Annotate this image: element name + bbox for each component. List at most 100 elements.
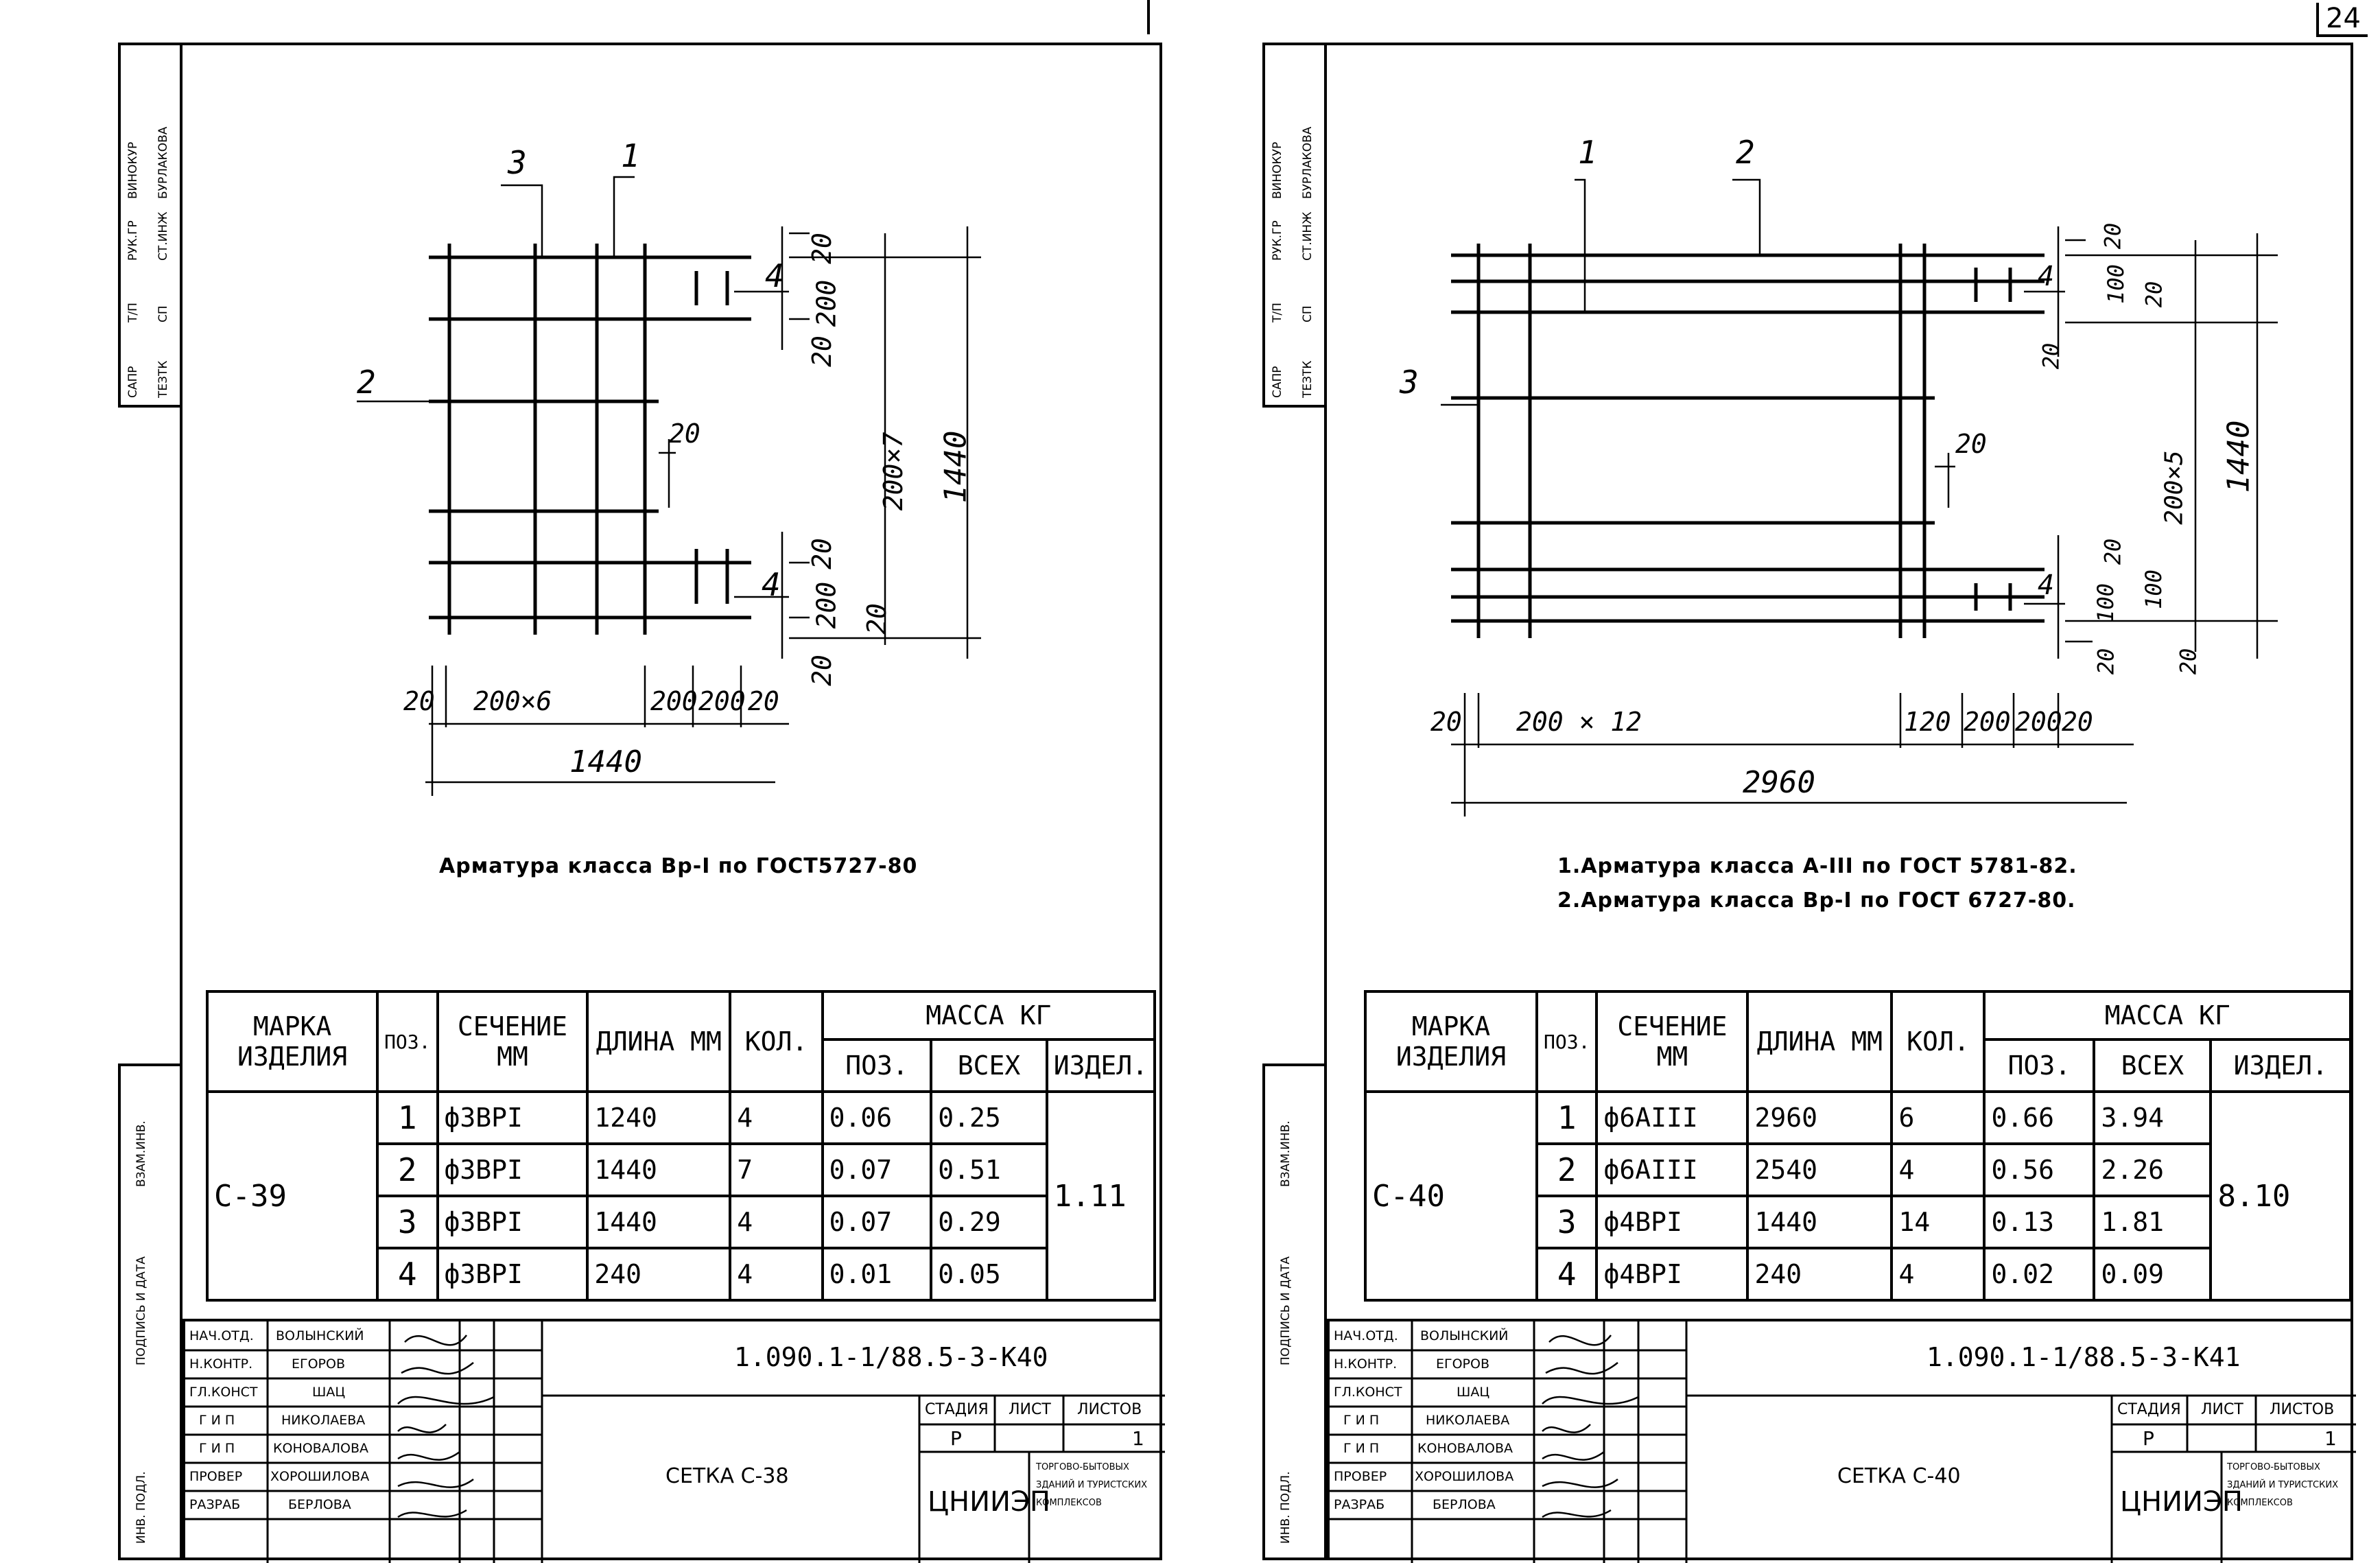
cell-length: 240 xyxy=(1746,1247,1894,1302)
cell-pos: 2 xyxy=(376,1142,439,1197)
title-block: НАЧ.ОТД. Н.КОНТР. ГЛ.КОНСТ Г И П Г И П П… xyxy=(182,1319,1165,1563)
cell-qty: 6 xyxy=(1890,1090,1986,1145)
dimension-total: 1440 xyxy=(569,744,642,779)
position-label: 2 xyxy=(1736,134,1755,171)
position-label: 1 xyxy=(621,137,640,174)
sheet-title: СЕТКА С-38 xyxy=(665,1464,789,1488)
col-header-length: ДЛИНА ММ xyxy=(586,990,732,1093)
table-row: 3 ф3ВРI 1440 4 0.07 0.29 xyxy=(207,1195,1155,1249)
cell-pos: 4 xyxy=(1535,1247,1599,1302)
name: ЕГОРОВ xyxy=(292,1356,345,1372)
cell-mass-all: 0.51 xyxy=(930,1142,1048,1197)
cell-mass-pos: 0.66 xyxy=(1983,1090,2096,1145)
dimension: 200 xyxy=(1964,707,2011,737)
sheet-value: 1 xyxy=(1132,1427,1144,1450)
signature-scribble xyxy=(1542,1335,1639,1518)
cell-mass-all: 0.05 xyxy=(930,1247,1048,1302)
col-header-mark: МАРКА ИЗДЕЛИЯ xyxy=(1364,990,1538,1093)
organization: ЦНИИЭП xyxy=(928,1486,1050,1518)
cell-mass-all: 0.09 xyxy=(2093,1247,2213,1302)
cell-pos: 1 xyxy=(376,1090,439,1145)
dimension-vertical: 20 xyxy=(2099,538,2126,565)
cell-section: ф3ВРI xyxy=(436,1195,589,1249)
side-stamp-frame xyxy=(1262,43,1327,408)
table-row: 2 ф3ВРI 1440 7 0.07 0.51 xyxy=(207,1142,1155,1197)
col-header-section: СЕЧЕНИЕ ММ xyxy=(1595,990,1749,1093)
role: ПРОВЕР xyxy=(1334,1469,1387,1484)
dimension-vertical: 200 xyxy=(811,581,842,629)
cell-length: 2540 xyxy=(1746,1142,1894,1197)
cell-length: 1440 xyxy=(1746,1195,1894,1249)
cell-section: ф4ВРI xyxy=(1595,1195,1749,1249)
dimension-vertical: 1440 xyxy=(2221,420,2257,493)
name: НИКОЛАЕВА xyxy=(1426,1413,1510,1428)
mesh-drawing xyxy=(357,176,981,796)
stage-value: Р xyxy=(2143,1427,2154,1450)
cell-mass-pos: 0.13 xyxy=(1983,1195,2096,1249)
cell-pos: 1 xyxy=(1535,1090,1599,1145)
reinforcement-note: Арматура класса Вр-I по ГОСТ5727-80 xyxy=(439,854,918,878)
title-block-grid xyxy=(1330,1321,2356,1563)
dimension-vertical: 100 xyxy=(2092,583,2119,623)
position-label: 3 xyxy=(508,144,527,181)
cell-section: ф6АIII xyxy=(1595,1090,1749,1145)
cell-section: ф3ВРI xyxy=(436,1142,589,1197)
title-block: НАЧ.ОТД. Н.КОНТР. ГЛ.КОНСТ Г И П Г И П П… xyxy=(1327,1319,2356,1563)
cell-qty: 4 xyxy=(1890,1247,1986,1302)
role: РАЗРАБ xyxy=(1334,1497,1385,1512)
cell-qty: 4 xyxy=(729,1090,824,1145)
dimension: 20 xyxy=(1955,429,1987,459)
col-header-mark: МАРКА ИЗДЕЛИЯ xyxy=(205,990,379,1093)
cell-section: ф3ВРI xyxy=(436,1090,589,1145)
reinforcement-note: 2.Арматура класса Вр-I по ГОСТ 6727-80. xyxy=(1557,889,2076,913)
cell-qty: 14 xyxy=(1890,1195,1986,1249)
cell-mass-all: 0.25 xyxy=(930,1090,1048,1145)
item-mark: С-40 xyxy=(1364,1090,1538,1302)
drawing-sheet-left: САПР Т/П РУК.ГР ВИНОКУР ТЕЗТК СП СТ.ИНЖ … xyxy=(0,0,1166,1563)
cell-mass-pos: 0.06 xyxy=(821,1090,933,1145)
dimension-vertical: 200×5 xyxy=(2160,450,2189,525)
item-mark: С-39 xyxy=(205,1090,379,1302)
col-header-mass-pos: ПОЗ. xyxy=(821,1038,933,1093)
role: Г И П xyxy=(199,1413,235,1428)
name: ВОЛЫНСКИЙ xyxy=(1420,1328,1509,1343)
dimension: 20 xyxy=(748,686,779,716)
specification-table: МАРКА ИЗДЕЛИЯ ПОЗ. СЕЧЕНИЕ ММ ДЛИНА ММ К… xyxy=(1364,990,2352,1302)
role: НАЧ.ОТД. xyxy=(1334,1328,1398,1343)
title-block-grid xyxy=(185,1321,1165,1563)
role: НАЧ.ОТД. xyxy=(189,1328,254,1343)
name: КОНОВАЛОВА xyxy=(1417,1441,1513,1456)
cell-section: ф6АIII xyxy=(1595,1142,1749,1197)
cell-mass-pos: 0.02 xyxy=(1983,1247,2096,1302)
table-row: 2 ф6АIII 2540 4 0.56 2.26 xyxy=(1365,1142,2350,1197)
table-row: С-39 1 ф3ВРI 1240 4 0.06 0.25 1.11 xyxy=(205,1090,1157,1302)
name: БЕРЛОВА xyxy=(288,1497,351,1512)
col-header-mass-all: ВСЕХ xyxy=(2093,1038,2213,1093)
name: ХОРОШИЛОВА xyxy=(270,1469,370,1484)
sheet-label: ЛИСТ xyxy=(1009,1401,1051,1418)
position-label: 3 xyxy=(1400,364,1419,401)
dimension: 200 xyxy=(698,686,746,716)
role: Н.КОНТР. xyxy=(1334,1356,1398,1372)
document-code: 1.090.1-1/88.5-3-К41 xyxy=(1927,1342,2241,1372)
dimension: 20 xyxy=(669,419,700,449)
dimension-vertical: 20 xyxy=(861,603,892,635)
position-label: 4 xyxy=(765,257,784,294)
cell-pos: 4 xyxy=(376,1247,439,1302)
cell-section: ф3ВРI xyxy=(436,1247,589,1302)
col-header-length: ДЛИНА ММ xyxy=(1746,990,1894,1093)
col-header-pos: ПОЗ. xyxy=(1535,990,1599,1093)
mesh-drawing xyxy=(1441,178,2278,816)
sheet-title: СЕТКА С-40 xyxy=(1837,1464,1961,1488)
sheet-label: ЛИСТ xyxy=(2201,1401,2243,1418)
position-label: 2 xyxy=(357,364,376,401)
cell-mass-pos: 0.01 xyxy=(821,1247,933,1302)
table-row: С-40 1 ф6АIII 2960 6 0.66 3.94 8.10 xyxy=(1364,1090,2352,1302)
sheets-label: ЛИСТОВ xyxy=(1077,1401,1142,1418)
organization-sub: ТОРГОВО-БЫТОВЫХ ЗДАНИЙ И ТУРИСТСКИХ КОМП… xyxy=(1036,1462,1147,1508)
name: ВОЛЫНСКИЙ xyxy=(276,1328,364,1343)
cell-length: 240 xyxy=(586,1247,732,1302)
side-stamp-bottom xyxy=(1262,1063,1327,1560)
table-row: 3 ф4ВРI 1440 14 0.13 1.81 xyxy=(1365,1195,2350,1249)
cell-section: ф4ВРI xyxy=(1595,1247,1749,1302)
